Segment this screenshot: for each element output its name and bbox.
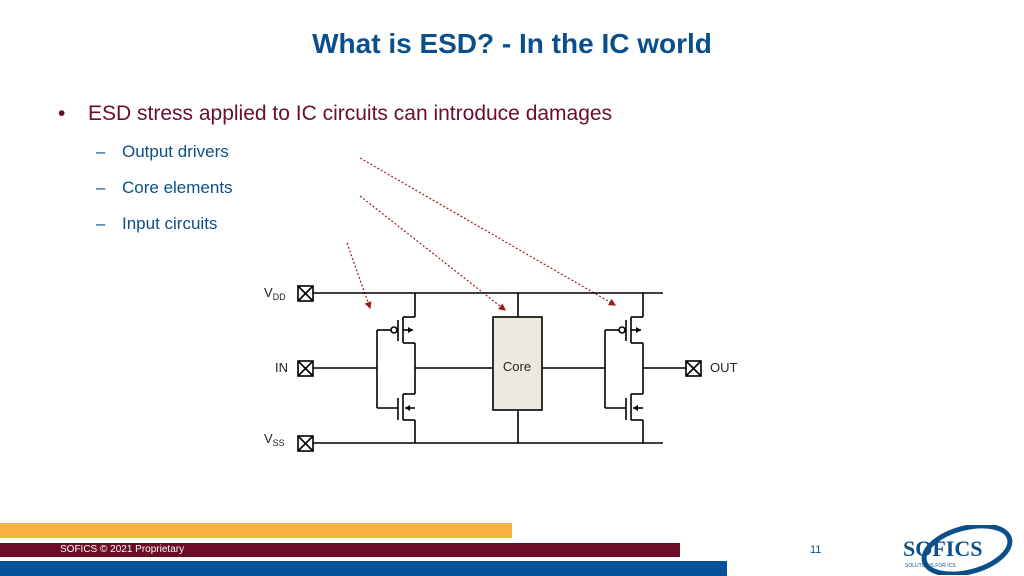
sub-item-core-elements: –Core elements (96, 178, 233, 198)
sofics-logo: SOFICS SOLUTIONS FOR ICS (903, 525, 1013, 575)
core-label: Core (503, 359, 531, 374)
vss-label: VSS (264, 431, 285, 448)
sub-item-text: Input circuits (122, 214, 218, 233)
dash: – (96, 214, 106, 233)
sub-item-output-drivers: –Output drivers (96, 142, 229, 162)
svg-text:SOFICS: SOFICS (903, 536, 982, 561)
vdd-label: VDD (264, 285, 286, 302)
out-label: OUT (710, 360, 738, 375)
footer-bar-blue (0, 561, 727, 576)
svg-text:SOLUTIONS FOR ICS: SOLUTIONS FOR ICS (905, 563, 956, 569)
footer-bar-orange (0, 523, 512, 538)
bullet-text: ESD stress applied to IC circuits can in… (88, 102, 613, 125)
footer-bar-maroon (0, 543, 680, 557)
dash: – (96, 142, 106, 161)
pad-icons (297, 285, 702, 452)
sub-item-input-circuits: –Input circuits (96, 214, 217, 234)
sub-item-text: Core elements (122, 178, 233, 197)
in-label: IN (275, 360, 288, 375)
dash: – (96, 178, 106, 197)
footer-text: SOFICS © 2021 Proprietary (60, 544, 185, 555)
slide-title: What is ESD? - In the IC world (312, 28, 712, 59)
page-number: 11 (810, 544, 822, 556)
sub-item-text: Output drivers (122, 142, 229, 161)
bullet-marker: • (58, 102, 66, 125)
damage-arrows (346, 157, 617, 311)
core-block (492, 316, 543, 411)
